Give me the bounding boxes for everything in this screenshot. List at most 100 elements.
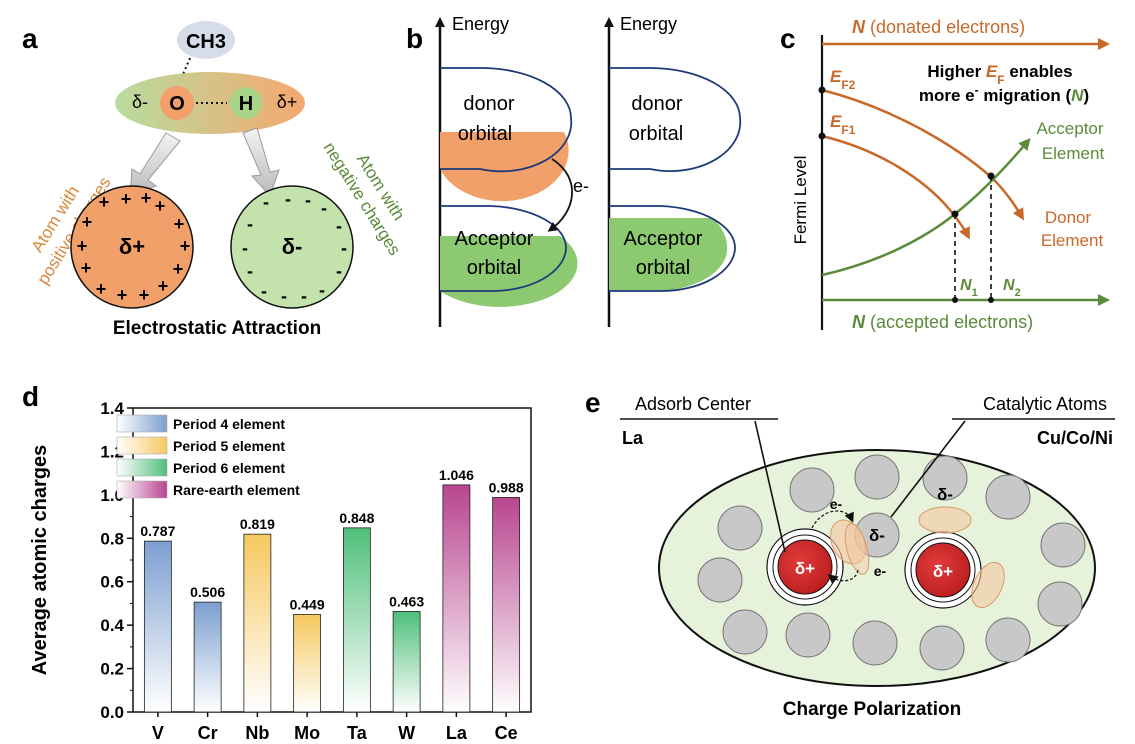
electron-label-top: e- (830, 496, 843, 512)
donor-orbital-right (609, 67, 742, 172)
x-tick-label: Ta (347, 723, 368, 743)
panel-a-letter: a (22, 23, 38, 54)
ef2-point (818, 86, 826, 94)
svg-text:-: - (319, 280, 325, 300)
y-tick-label: 1.4 (100, 399, 124, 418)
note-line-2: more e- migration (N) (919, 83, 1089, 105)
ch3-bubble (177, 21, 235, 59)
acceptor-orbital-left (440, 205, 567, 292)
acceptor-text-left-2: orbital (467, 257, 521, 279)
y-tick-label: 0.6 (100, 573, 124, 592)
n2-label: N2 (1003, 277, 1021, 299)
donor-text-left-1: donor (463, 93, 514, 115)
panel-b: b Energy donor orbital Acceptor orbital … (406, 14, 742, 327)
panel-e: e Adsorb Center La Catalytic Atoms Cu/Co… (585, 387, 1115, 720)
catalytic-atoms-title: Catalytic Atoms (983, 394, 1107, 414)
bar-Ta (342, 527, 371, 713)
oh-delta-minus: δ- (132, 92, 148, 112)
svg-text:-: - (341, 238, 347, 258)
gray-atom-delta-minus-1: δ- (869, 526, 885, 545)
n1-label: N1 (960, 277, 978, 299)
plus-signs: ++++ ++ ++ ++ ++++ (77, 188, 191, 305)
legend-label: Rare-earth element (173, 482, 300, 498)
chart-ylabel: Average atomic charges (29, 445, 51, 675)
gray-arrow-right (242, 127, 280, 197)
bar-Ce (492, 497, 521, 713)
panel-d: d Average atomic charges 0.00.20.40.60.8… (22, 381, 532, 743)
accepted-axis-label: N (accepted electrons) (852, 312, 1033, 332)
svg-text:-: - (321, 198, 327, 218)
ef2-label: EF2 (830, 67, 856, 92)
bar-value-label: 0.787 (140, 523, 175, 539)
note-line-1: Higher EF enables (927, 62, 1072, 87)
svg-text:+: + (77, 236, 88, 256)
adsorb-center-value: La (622, 428, 644, 448)
svg-text:-: - (285, 189, 291, 209)
svg-text:+: + (99, 192, 110, 212)
svg-text:-: - (247, 261, 253, 281)
bar-La (442, 484, 471, 713)
svg-text:+: + (173, 259, 184, 279)
donor-curve-ef1 (821, 134, 970, 240)
svg-text:+: + (96, 279, 107, 299)
legend-swatch (116, 480, 168, 499)
legend-label: Period 6 element (173, 460, 285, 476)
bar-value-label: 0.449 (290, 597, 325, 613)
acceptor-element-1: Acceptor (1036, 119, 1103, 138)
bar-value-label: 0.506 (190, 584, 225, 600)
ef1-label: EF1 (830, 112, 856, 137)
svg-text:+: + (155, 196, 166, 216)
fermi-axis-label-group: Fermi Level (791, 156, 810, 245)
bar-chart: 0.00.20.40.60.81.01.21.40.787V0.506Cr0.8… (100, 399, 532, 743)
donor-element-2: Element (1041, 231, 1104, 250)
panel-e-caption: Charge Polarization (783, 699, 961, 720)
legend-swatch (116, 414, 168, 433)
acceptor-fill-right (609, 218, 728, 291)
oxygen-label: O (169, 93, 185, 115)
svg-text:+: + (174, 214, 185, 234)
electron-arrow-bottom (827, 569, 859, 585)
hydrogen-label: H (239, 93, 253, 115)
donor-orbital-left (440, 67, 573, 173)
acceptor-curve (821, 137, 1031, 277)
donor-text-right-1: donor (631, 93, 682, 115)
svg-text:-: - (242, 238, 248, 258)
la-atom-2-label: δ+ (933, 562, 953, 581)
minus-signs: ---- -- -- -- ---- (242, 189, 347, 306)
bar-value-label: 1.046 (439, 467, 474, 483)
bar-V (143, 540, 172, 713)
y-tick-label: 0.2 (100, 660, 124, 679)
panel-c: c Fermi Level N (donated electrons) N (a… (780, 17, 1110, 332)
electron-label-bottom: e- (874, 563, 887, 579)
x-tick-label: Mo (294, 723, 320, 743)
negative-circle-label: δ- (282, 234, 303, 259)
bar-Cr (193, 601, 222, 713)
bar-value-label: 0.463 (389, 593, 424, 609)
svg-text:+: + (117, 285, 128, 305)
legend-label: Period 5 element (173, 438, 285, 454)
svg-text:+: + (158, 276, 169, 296)
donor-text-right-2: orbital (629, 123, 683, 145)
surface-oval (658, 449, 1096, 687)
n2-tick (988, 297, 994, 303)
legend-swatch (116, 458, 168, 477)
energy-label-right: Energy (620, 14, 677, 34)
donated-axis-label: N (donated electrons) (852, 17, 1025, 37)
acceptor-text-left-1: Acceptor (455, 228, 534, 250)
hydrogen-atom (230, 87, 262, 119)
panel-d-letter: d (22, 381, 39, 412)
la-atom-2 (915, 542, 971, 598)
electron-label: e- (573, 176, 589, 196)
catalytic-atoms-value: Cu/Co/Ni (1037, 428, 1113, 448)
ef1-point (818, 132, 826, 140)
panel-b-letter: b (406, 23, 423, 54)
x-tick-label: Cr (198, 723, 218, 743)
x-tick-label: La (446, 723, 468, 743)
gray-atoms (697, 454, 1086, 671)
x-tick-label: Ce (495, 723, 518, 743)
donor-curve-ef2 (821, 88, 1025, 221)
chart-ylabel-group: Average atomic charges (29, 445, 51, 675)
svg-text:+: + (180, 236, 191, 256)
n1-tick (952, 297, 958, 303)
y-tick-label: 0.0 (100, 703, 124, 722)
